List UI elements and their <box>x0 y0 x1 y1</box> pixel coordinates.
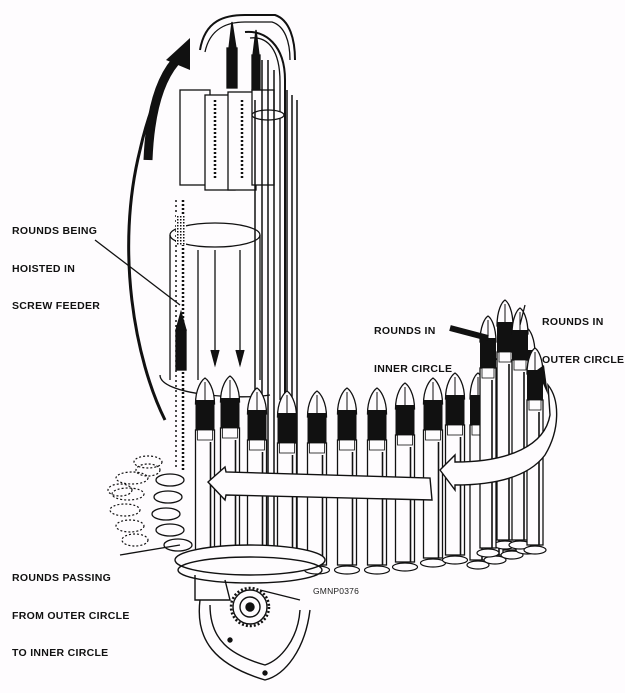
projectile-icon <box>493 299 517 550</box>
callout-rounds-outer-circle: ROUNDS IN OUTER CIRCLE <box>542 291 624 391</box>
callout-rounds-hoisted: ROUNDS BEING HOISTED IN SCREW FEEDER <box>12 200 100 338</box>
ghost-round-base <box>115 519 145 533</box>
callout-rounds-passing: ROUNDS PASSING FROM OUTER CIRCLE TO INNE… <box>12 547 130 685</box>
base-assembly <box>174 544 326 681</box>
projectile-icon <box>419 377 447 568</box>
ghost-round-base <box>115 471 149 485</box>
round-base <box>155 523 185 537</box>
callout-line: HOISTED IN <box>12 262 76 275</box>
projectile-icon <box>476 315 500 558</box>
round-base <box>155 473 185 487</box>
leader-outer <box>519 304 526 326</box>
passing-rounds-ghosts <box>107 455 193 552</box>
callout-rounds-inner-circle: ROUNDS IN INNER CIRCLE <box>374 300 452 400</box>
callout-line: INNER CIRCLE <box>374 362 453 375</box>
leader-inner <box>449 325 489 341</box>
callout-line: FROM OUTER CIRCLE <box>12 609 130 622</box>
projectile-icon <box>333 387 361 575</box>
figure-code: GMNP0376 <box>313 586 360 596</box>
leader-lines <box>94 239 526 556</box>
callout-line: OUTER CIRCLE <box>542 353 625 366</box>
callout-line: ROUNDS BEING <box>12 225 98 237</box>
ghost-round-base <box>121 533 149 547</box>
projectile-icon <box>191 377 219 565</box>
projectile-icon <box>303 390 331 575</box>
projectile-icon <box>363 387 391 575</box>
ghost-round-base <box>133 455 163 469</box>
ghost-round-base <box>107 483 133 497</box>
screw-feeder <box>159 200 271 470</box>
hoist-upper-housing <box>179 14 296 400</box>
callout-line: ROUNDS IN <box>374 325 436 337</box>
callout-line: ROUNDS PASSING <box>12 572 112 584</box>
ghost-round-base <box>109 503 141 517</box>
callout-line: SCREW FEEDER <box>12 300 101 312</box>
round-base <box>153 490 183 504</box>
callout-line: ROUNDS IN <box>542 316 604 328</box>
callout-line: TO INNER CIRCLE <box>12 647 109 659</box>
inner-circle-rounds <box>466 299 547 570</box>
leader-hoisted <box>94 239 181 306</box>
leader-passing <box>119 544 181 556</box>
arrowhead-icon <box>166 38 190 70</box>
ghost-round-base <box>135 463 161 477</box>
round-base <box>151 507 181 521</box>
ghost-round-base <box>111 487 145 501</box>
upward-flow-arrow <box>127 38 190 421</box>
ring-flow-arrow <box>206 365 558 502</box>
